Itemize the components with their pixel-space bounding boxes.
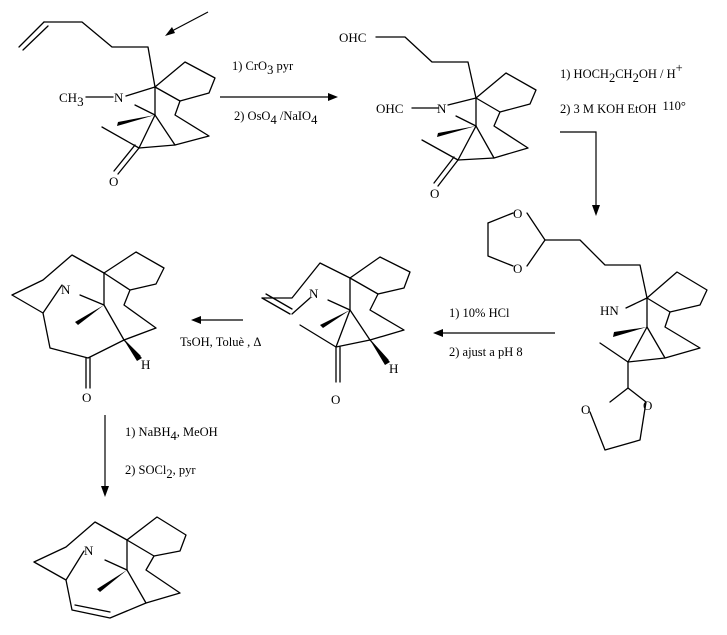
molecule-5: N O H xyxy=(11,251,165,405)
arrow-step-4: TsOH, Toluè , Δ xyxy=(180,316,261,349)
arrow-step-5: 1) NaBH4, MeOH 2) SOCl2, pyr xyxy=(101,415,218,497)
step1-line2: 2) OsO4 /NaIO4 xyxy=(234,109,318,127)
step3-line2: 2) ajust a pH 8 xyxy=(449,345,523,359)
step3-line1: 1) 10% HCl xyxy=(449,306,510,320)
atom-ch3: CH3 xyxy=(59,90,84,109)
atom-o: O xyxy=(109,174,118,189)
molecule-6: N xyxy=(33,516,187,619)
atom-n: N xyxy=(114,90,124,105)
step1-line1: 1) CrO3 pyr xyxy=(232,59,294,77)
atom-o-ring3: O xyxy=(581,402,590,417)
atom-n: N xyxy=(309,286,319,301)
atom-ohc-n: OHC xyxy=(376,101,403,116)
atom-hn: HN xyxy=(600,303,619,318)
molecule-1: CH3 N O xyxy=(18,21,216,189)
atom-o-ring4: O xyxy=(643,398,652,413)
atom-ohc-top: OHC xyxy=(339,30,366,45)
atom-o: O xyxy=(331,392,340,407)
molecule-2: OHC OHC N O xyxy=(339,30,537,201)
arrow-step-1: 1) CrO3 pyr 2) OsO4 /NaIO4 xyxy=(220,59,338,127)
atom-o: O xyxy=(430,186,439,201)
atom-n: N xyxy=(84,543,94,558)
step5-line2: 2) SOCl2, pyr xyxy=(125,463,196,481)
molecule-3: O O HN O O xyxy=(487,206,708,451)
atom-h: H xyxy=(389,361,398,376)
step2-line1: 1) HOCH2CH2OH / H+ xyxy=(560,61,683,85)
atom-o: O xyxy=(82,390,91,405)
atom-o-ring2: O xyxy=(513,261,522,276)
atom-o-ring1: O xyxy=(513,206,522,221)
atom-n: N xyxy=(61,282,71,297)
atom-n: N xyxy=(437,101,447,116)
molecule-4: N O H xyxy=(261,256,411,407)
step4-line1: TsOH, Toluè , Δ xyxy=(180,335,261,349)
step5-line1: 1) NaBH4, MeOH xyxy=(125,425,218,443)
arrow-step-3: 1) 10% HCl 2) ajust a pH 8 xyxy=(433,306,555,359)
atom-h: H xyxy=(141,357,150,372)
pointer-arrow xyxy=(165,11,209,36)
